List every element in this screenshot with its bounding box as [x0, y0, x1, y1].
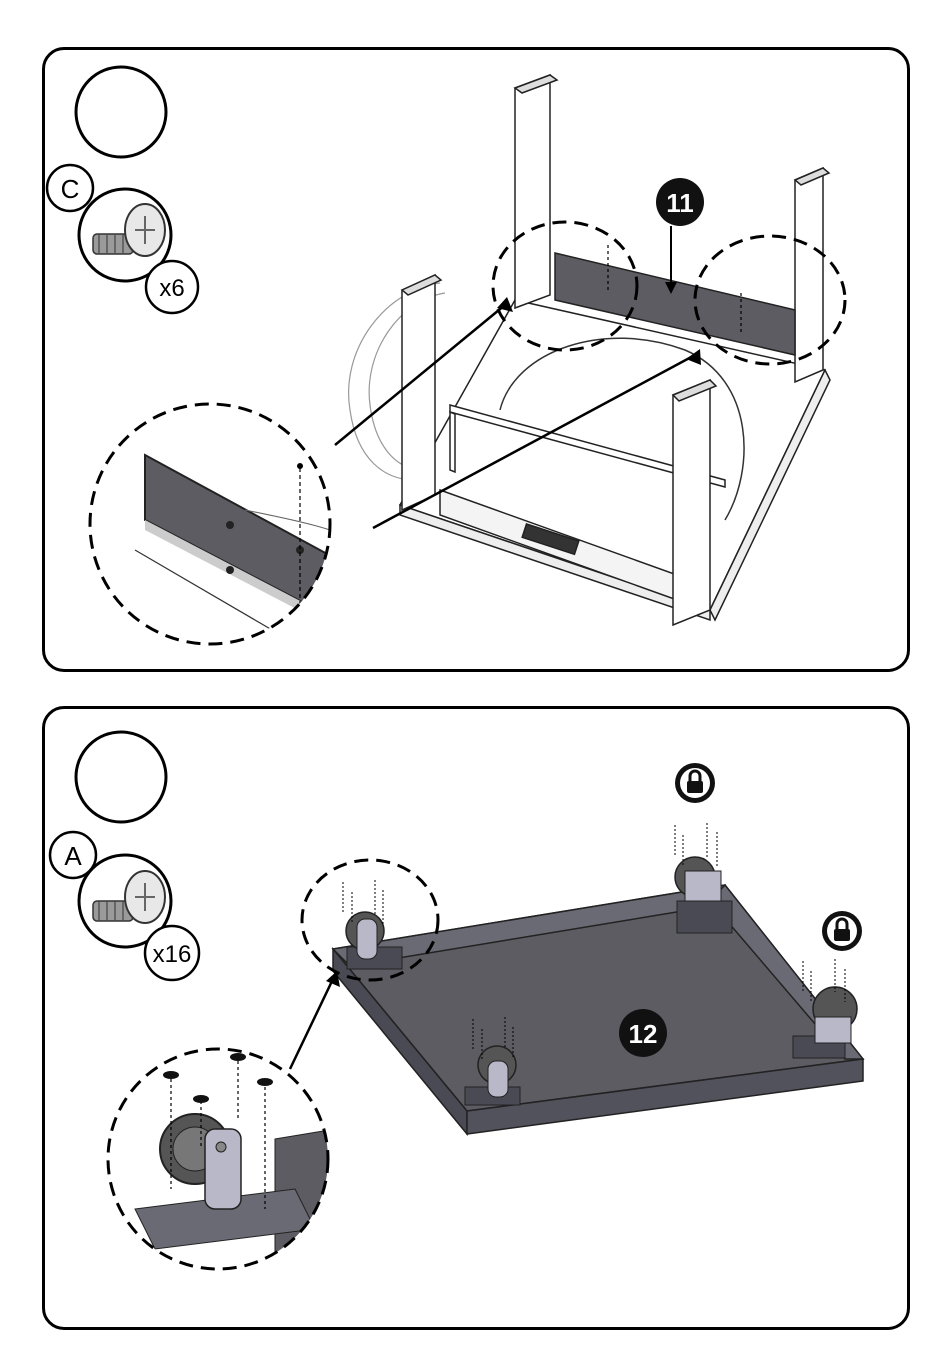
- step-panel-1: C x6: [42, 47, 910, 672]
- lock-icon: [822, 911, 862, 951]
- hardware-a: A x16: [50, 832, 199, 980]
- base-tray: [333, 885, 863, 1134]
- step-2-illustration: A x16: [45, 709, 907, 1327]
- hardware-quantity: x6: [159, 275, 184, 302]
- step-number-circle: [76, 67, 166, 157]
- hardware-quantity: x16: [153, 941, 192, 968]
- part-callout-number: 12: [629, 1019, 658, 1049]
- step-number-circle: [76, 732, 166, 822]
- zoom-detail: [105, 1049, 335, 1279]
- lock-icon: [675, 763, 715, 803]
- step-panel-2: A x16: [42, 706, 910, 1330]
- frame-drawing: [349, 75, 830, 625]
- hardware-letter: C: [61, 174, 80, 204]
- part-callout-number: 11: [666, 188, 694, 218]
- hardware-c: C x6: [47, 165, 198, 313]
- step-1-illustration: C x6: [45, 50, 907, 669]
- zoom-detail: [85, 400, 375, 669]
- hardware-letter: A: [64, 841, 82, 871]
